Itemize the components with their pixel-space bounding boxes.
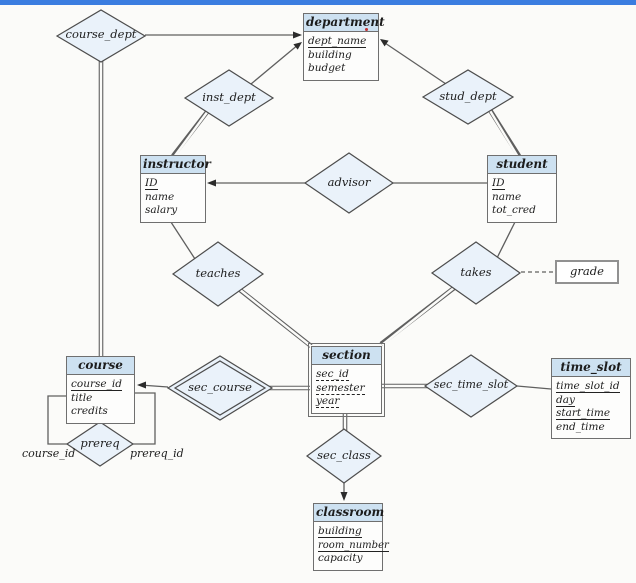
attr-dept-name: dept_name [308, 35, 367, 48]
stud-dept-diamond [421, 69, 515, 125]
entity-section-title: section [312, 347, 381, 365]
entity-time-slot: time_slot time_slot_id day start_time en… [551, 358, 631, 439]
entity-course: course course_id title credits [66, 356, 135, 424]
top-accent-bar [0, 0, 636, 5]
attr-end-time: end_time [556, 420, 605, 433]
entity-student-title: student [488, 156, 556, 174]
relationship-takes-label: takes [460, 265, 492, 279]
arrow-into-course [137, 381, 146, 389]
relationship-sec-course-label: sec_course [188, 380, 252, 394]
advisor-diamond [303, 152, 395, 214]
relationship-course-dept-label: course_dept [65, 27, 137, 41]
entity-instructor-title: instructor [141, 156, 211, 174]
attr-capacity: capacity [318, 552, 363, 564]
arrow-into-department-left-2 [293, 42, 302, 50]
relationship-sec-class-label: sec_class [317, 448, 371, 462]
inst-dept-diamond [183, 69, 275, 127]
link-instructor-teaches [166, 215, 196, 260]
arrow-into-department-right [380, 39, 389, 47]
relationship-diamonds [55, 9, 522, 484]
relationship-prereq-label: prereq [80, 436, 120, 450]
attr-id: ID [145, 177, 158, 190]
entity-department-title: department [304, 14, 385, 32]
entity-section: section sec_id semester year [308, 343, 385, 417]
relationship-stud-dept-label: stud_dept [439, 89, 497, 103]
role-label-course-id: course_id [22, 447, 76, 460]
attr-name: name [145, 190, 175, 203]
teaches-diamond [171, 241, 265, 307]
entity-student: student ID name tot_cred [487, 155, 557, 223]
prereq-diamond [65, 421, 135, 467]
attribute-box-grade: grade [555, 260, 619, 284]
attr-course-id: course_id [71, 378, 122, 391]
sec-time-slot-diamond [423, 354, 519, 418]
relationship-advisor-label: advisor [327, 175, 371, 189]
attr-salary: salary [145, 204, 178, 216]
takes-diamond [430, 241, 522, 305]
relationship-teaches-label: teaches [195, 266, 241, 280]
attr-year: year [316, 395, 340, 408]
attr-budget: budget [308, 62, 346, 74]
attr-start-time: start_time [556, 407, 611, 420]
relationship-inst-dept-label: inst_dept [202, 90, 256, 104]
double-line-cores [99, 59, 520, 432]
link-sec-time-slot-time-slot [516, 385, 552, 390]
attr-name: name [492, 190, 522, 203]
relationship-sec-time-slot-label: sec_time_slot [433, 378, 509, 391]
attr-building: building [318, 525, 362, 538]
attr-day: day [556, 393, 575, 407]
attr-room-number: room_number [318, 539, 389, 552]
attr-tot-cred: tot_cred [492, 204, 536, 216]
entity-classroom-title: classroom [314, 504, 384, 522]
link-stud-dept-department [381, 40, 447, 85]
attr-title: title [71, 391, 93, 404]
attr-id: ID [492, 177, 505, 190]
course-dept-diamond [55, 9, 147, 63]
attr-sec-id: sec_id [316, 368, 349, 381]
entity-time-slot-title: time_slot [552, 359, 630, 377]
sec-course-diamond-inner [173, 360, 267, 416]
sec-course-diamond-outer [166, 355, 274, 421]
attr-credits: credits [71, 405, 108, 417]
entity-instructor: instructor ID name salary [140, 155, 211, 223]
attr-semester: semester [316, 381, 365, 395]
link-prereq-prereq-id [133, 392, 156, 445]
entity-classroom: classroom building room_number capacity [313, 503, 389, 571]
arrowheads [137, 31, 389, 501]
link-prereq-course-id [47, 395, 67, 445]
arrow-into-classroom [340, 492, 348, 501]
attr-time-slot-id: time_slot_id [556, 380, 620, 393]
attr-building: building [308, 48, 352, 61]
red-dot-artifact [365, 28, 368, 31]
sec-class-diamond [305, 428, 383, 484]
role-label-prereq-id: prereq_id [130, 447, 184, 460]
entity-department: department dept_name building budget [303, 13, 385, 81]
link-inst-dept-department [250, 43, 300, 85]
link-student-takes [496, 215, 519, 259]
arrow-into-instructor [207, 179, 216, 187]
arrow-into-department-left-1 [293, 31, 302, 39]
single-line-connectors [47, 34, 552, 499]
entity-course-title: course [67, 357, 134, 375]
